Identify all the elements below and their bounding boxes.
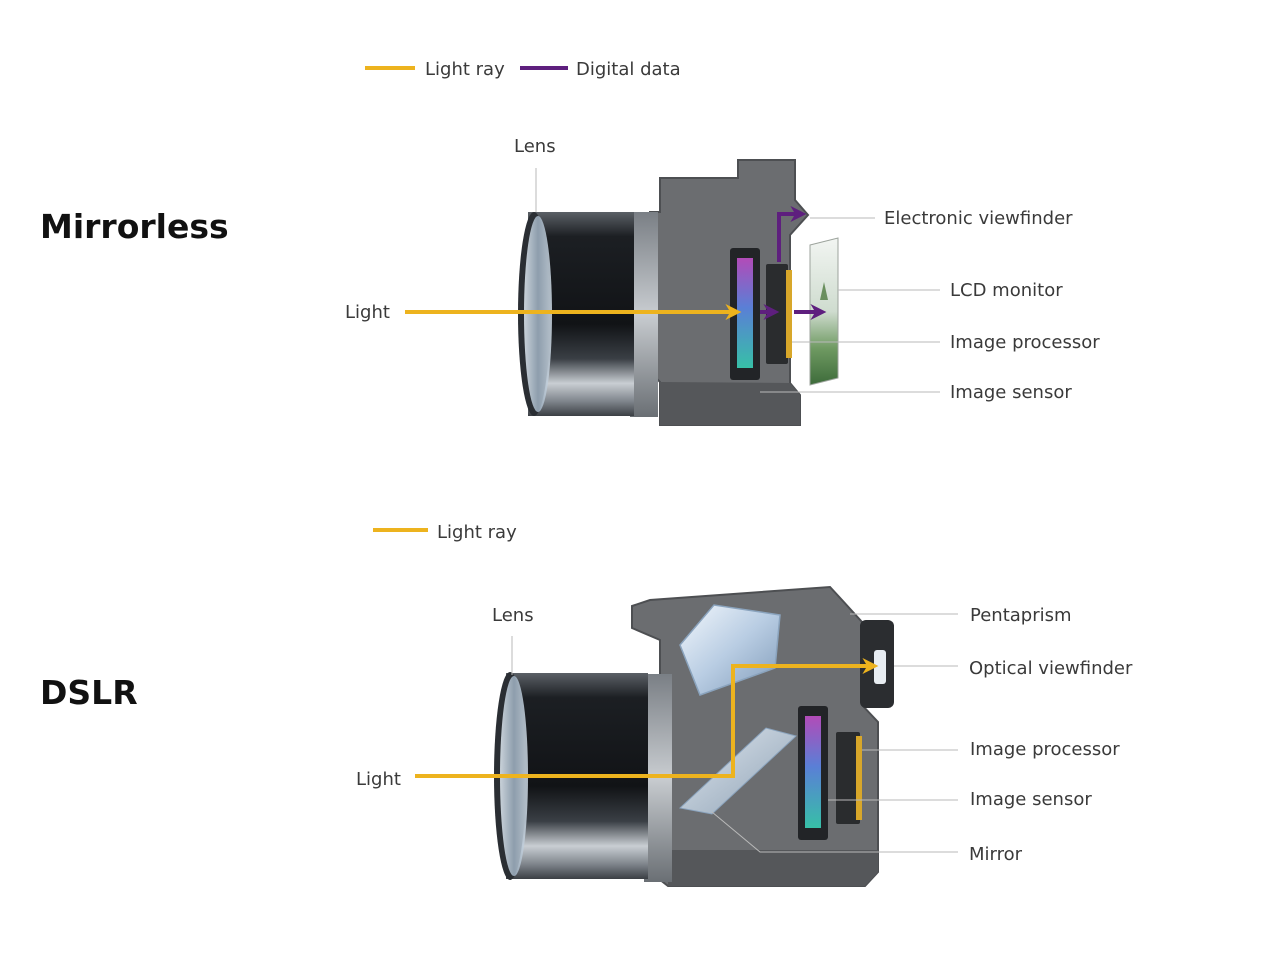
dslr-image-sensor <box>798 706 828 840</box>
dslr-label-light: Light <box>356 769 401 790</box>
dslr-mirror <box>678 727 798 815</box>
dslr-body-bevel <box>668 850 878 886</box>
dslr-light-ray <box>415 658 879 778</box>
digital-data-arrow-evf <box>777 206 807 262</box>
leader-mirror <box>711 811 958 853</box>
legend-light-ray-label: Light ray <box>425 59 505 80</box>
dslr-label-lens: Lens <box>492 605 534 626</box>
dslr-label-image-processor: Image processor <box>970 739 1120 760</box>
mirrorless-body-bevel <box>660 382 800 425</box>
dslr-title: DSLR <box>40 673 138 712</box>
dslr-legend-light-ray-label: Light ray <box>437 522 517 543</box>
label-light: Light <box>345 302 390 323</box>
label-optical-viewfinder: Optical viewfinder <box>969 658 1133 679</box>
mirrorless-title: Mirrorless <box>40 207 229 246</box>
mirrorless-image-sensor <box>730 248 760 380</box>
label-lcd-monitor: LCD monitor <box>950 280 1063 301</box>
mirrorless-legend: Light ray Digital data <box>365 59 681 80</box>
label-mirror: Mirror <box>969 844 1023 865</box>
label-image-processor: Image processor <box>950 332 1100 353</box>
pentaprism <box>679 604 781 696</box>
label-lens: Lens <box>514 136 556 157</box>
dslr-image-processor <box>836 732 862 824</box>
label-pentaprism: Pentaprism <box>970 605 1072 626</box>
legend-digital-data-label: Digital data <box>576 59 681 80</box>
mirrorless-section: Mirrorless Light ray Digital data <box>40 59 1100 426</box>
label-electronic-viewfinder: Electronic viewfinder <box>884 208 1073 229</box>
mirrorless-lens <box>518 212 658 417</box>
dslr-section: DSLR Light ray <box>40 522 1133 887</box>
label-image-sensor: Image sensor <box>950 382 1072 403</box>
dslr-label-image-sensor: Image sensor <box>970 789 1092 810</box>
dslr-legend: Light ray <box>373 522 517 543</box>
